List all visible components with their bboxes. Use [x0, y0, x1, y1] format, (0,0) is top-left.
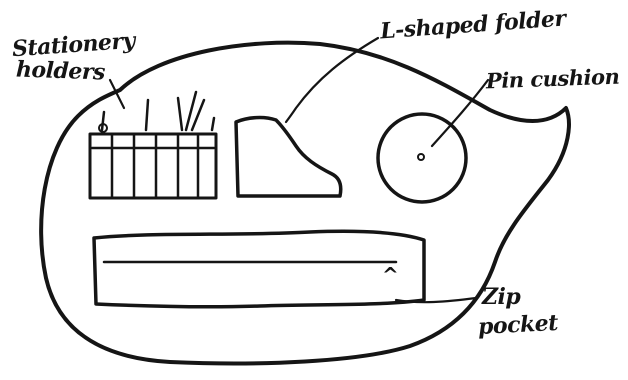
stationery-holder [90, 92, 216, 198]
label-pin-cushion: Pin cushion [486, 66, 620, 92]
label-zip-line1: Zip [482, 286, 520, 308]
zip-pull: ^ [382, 263, 399, 287]
l-shaped-folder [236, 118, 341, 196]
zip-pocket [94, 231, 424, 307]
pin-cushion-circle [378, 114, 466, 202]
pin-cushion-center [418, 154, 424, 160]
label-stationery-line2: holders [16, 58, 106, 83]
label-zip-line2: pocket [477, 312, 558, 338]
